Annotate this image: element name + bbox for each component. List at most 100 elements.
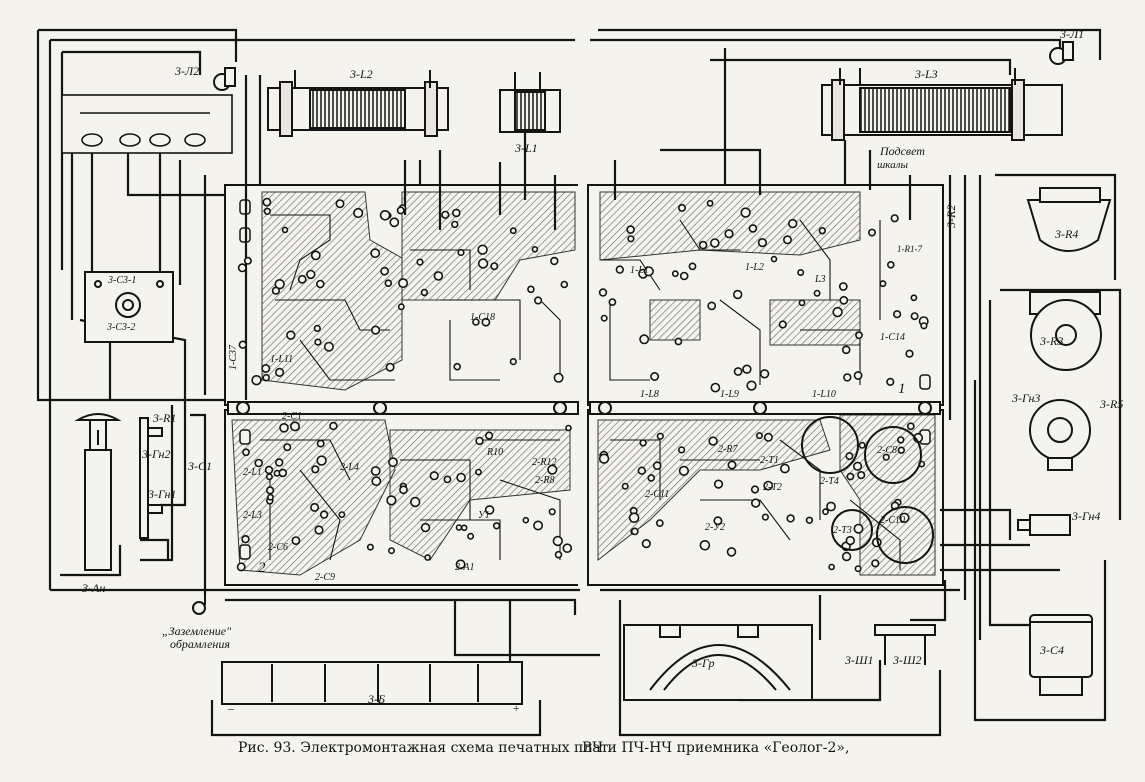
solder-pad <box>387 547 395 555</box>
solder-pad <box>726 547 737 557</box>
label-coil-L2: 3-L2 <box>349 67 373 81</box>
label-2-L4: 2-L4 <box>340 462 359 473</box>
label-minus: – <box>227 701 235 715</box>
solder-pad <box>485 431 494 440</box>
solder-pad <box>261 363 271 373</box>
label-2-T4: 2-Т4 <box>820 476 839 487</box>
label-board-1: 1 <box>898 381 906 397</box>
solder-pad <box>897 436 905 444</box>
solder-pad <box>289 421 300 432</box>
label-R3: 3-R3 <box>1039 334 1063 348</box>
label-1-L1: 1-L1 <box>630 265 649 276</box>
solder-pad <box>905 349 914 358</box>
solder-pad <box>688 262 697 271</box>
solder-pad <box>456 472 466 483</box>
solder-pad <box>562 543 573 554</box>
figure-caption-left: Рис. 93. Электромонтажная схема печатных… <box>238 740 609 756</box>
label-C4: 3-С4 <box>1039 643 1064 657</box>
solder-pad <box>370 248 381 259</box>
antenna <box>74 413 122 571</box>
solder-pad <box>472 318 480 326</box>
solder-pad <box>608 298 617 306</box>
solder-pad <box>647 474 656 482</box>
solder-pad <box>855 331 863 340</box>
label-1-C37: 1-С37 <box>228 344 239 370</box>
solder-pad <box>455 559 466 570</box>
solder-pad <box>236 562 246 572</box>
solder-pad <box>630 527 639 536</box>
capacitor-C4 <box>1029 614 1093 696</box>
solder-pad <box>254 458 264 468</box>
label-2-Y2: 2-У2 <box>705 522 725 533</box>
solder-pad <box>838 282 848 291</box>
solder-pad <box>263 207 271 216</box>
solder-pad <box>598 453 610 464</box>
label-antenna: 3-Ан <box>81 581 105 595</box>
solder-pad <box>533 520 544 531</box>
label-coil-L1: 3-L1 <box>514 141 538 155</box>
solder-pad <box>441 210 450 219</box>
solder-pad <box>698 240 708 250</box>
jack-panel-left <box>139 417 163 539</box>
label-2-R12: 2-R12 <box>532 457 556 468</box>
lamp-L1 <box>1049 41 1074 65</box>
solder-pad <box>283 443 292 452</box>
solder-pad <box>481 317 491 327</box>
solder-pad <box>897 446 905 454</box>
solder-pad <box>477 258 489 269</box>
loudspeaker <box>623 624 813 701</box>
solder-pad <box>453 362 462 371</box>
solder-pad <box>388 457 398 468</box>
solder-pad <box>323 341 334 352</box>
label-2-C11: 2-С11 <box>645 489 669 500</box>
solder-pad <box>679 271 689 281</box>
solder-pad <box>882 453 890 461</box>
solder-pad <box>643 266 654 277</box>
solder-pad <box>626 225 635 234</box>
solder-pad <box>329 421 338 431</box>
solder-pad <box>242 448 250 457</box>
solder-pad <box>238 340 248 349</box>
solder-pad <box>600 314 608 322</box>
solder-pad <box>787 218 798 229</box>
coil-L1 <box>499 72 561 133</box>
solder-pad <box>621 482 629 490</box>
solder-pad <box>416 258 424 266</box>
label-2-C9: 2-С9 <box>315 572 335 583</box>
solder-pad <box>371 325 381 335</box>
solder-pad <box>548 508 556 516</box>
label-1-L10: 1-L10 <box>812 389 836 400</box>
potentiometer-R3 <box>1029 291 1102 371</box>
solder-pad <box>262 373 271 382</box>
solder-pad <box>750 485 760 494</box>
solder-pad <box>262 197 272 207</box>
solder-pad <box>286 330 296 340</box>
solder-pad <box>451 220 459 229</box>
solder-pad <box>475 468 482 476</box>
label-1-L9: 1-L9 <box>720 389 739 400</box>
solder-pad <box>770 255 778 263</box>
solder-pad <box>724 229 734 239</box>
solder-pad <box>920 322 928 330</box>
solder-pad <box>713 516 723 526</box>
solder-pad <box>628 512 640 524</box>
label-1-C18: 1-С18 <box>470 312 495 323</box>
label-2-T3: 2-Т3 <box>833 525 852 536</box>
solder-pad <box>451 208 461 218</box>
jack-Gn3 <box>1029 399 1091 471</box>
page-gutter <box>578 0 586 740</box>
label-lamp-L1: 3-Л1 <box>1059 27 1084 41</box>
solder-pad <box>291 536 301 545</box>
harness-wires <box>36 28 1122 737</box>
label-1-L11: 1-L11 <box>270 354 293 365</box>
solder-pad <box>379 210 391 221</box>
figure-caption-right: ВЧ и ПЧ-НЧ приемника «Геолог-2», <box>582 740 850 756</box>
solder-pad <box>677 203 686 212</box>
solder-pad <box>396 206 405 215</box>
solder-pad <box>853 371 863 380</box>
solder-pad <box>671 270 679 278</box>
solder-pad <box>740 207 751 218</box>
solder-pad <box>522 516 530 524</box>
solder-pad <box>615 265 624 274</box>
